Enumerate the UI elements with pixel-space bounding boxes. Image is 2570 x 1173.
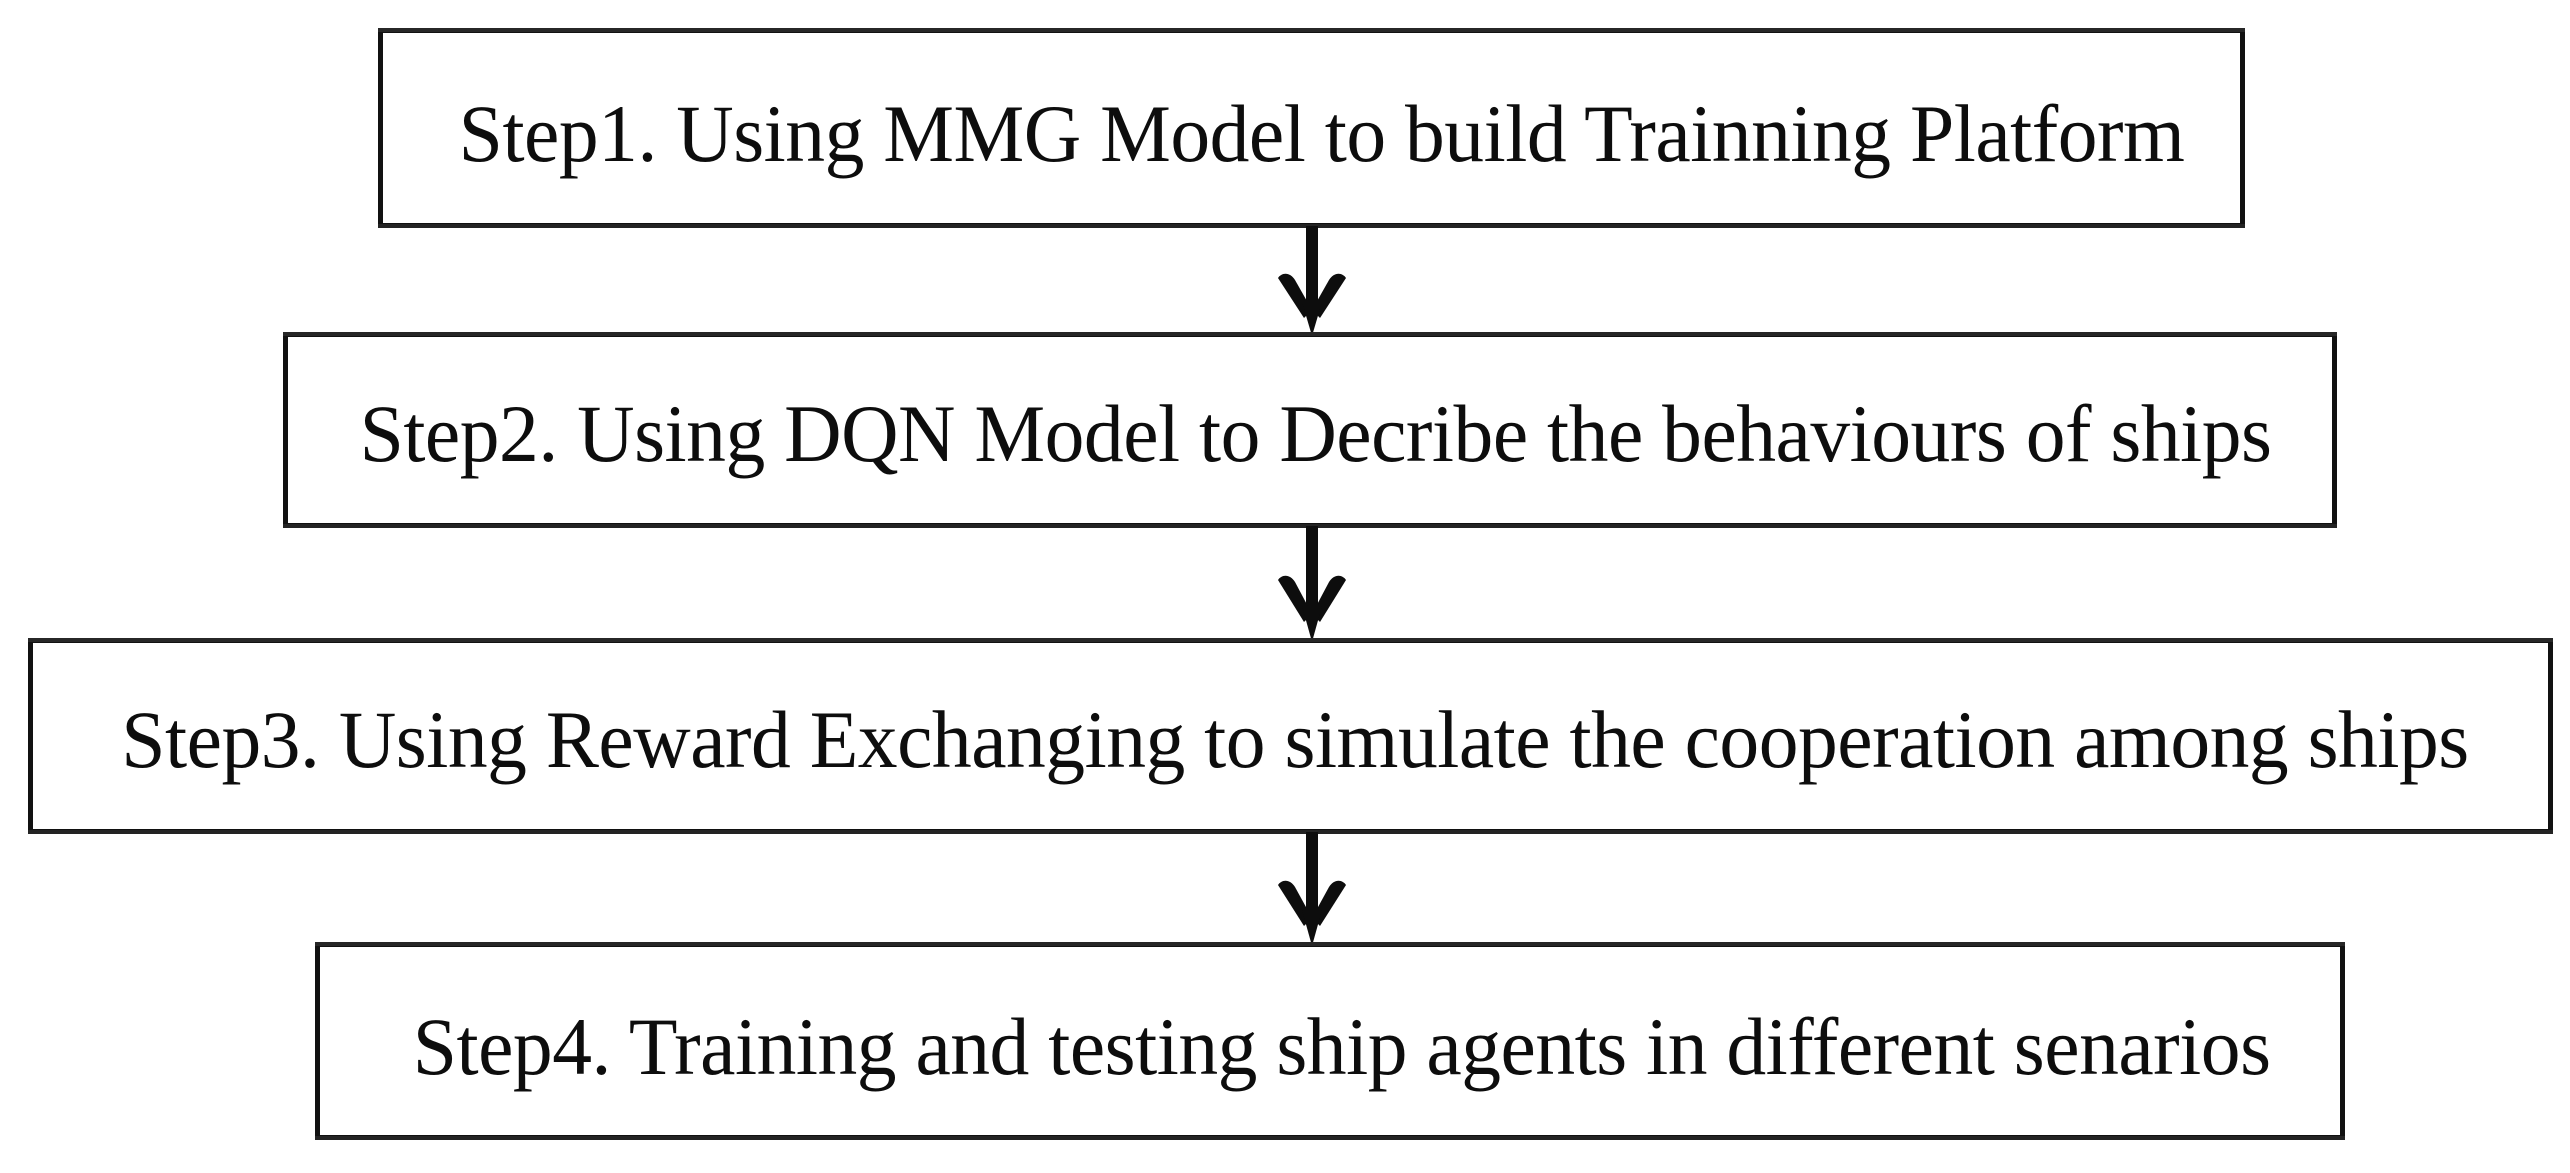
flow-step-label-2: Step2. Using DQN Model to Decribe the be…	[360, 387, 2272, 479]
flow-connector-3	[1252, 832, 1372, 946]
flow-step-box-3[interactable]: Step3. Using Reward Exchanging to simula…	[28, 638, 2553, 834]
flow-step-box-1[interactable]: Step1. Using MMG Model to build Trainnin…	[378, 28, 2245, 228]
flow-step-label-1: Step1. Using MMG Model to build Trainnin…	[458, 87, 2185, 179]
flow-step-box-2[interactable]: Step2. Using DQN Model to Decribe the be…	[283, 332, 2337, 528]
down-arrow-icon	[1278, 832, 1346, 946]
down-arrow-icon	[1278, 526, 1346, 642]
flow-step-box-4[interactable]: Step4. Training and testing ship agents …	[315, 942, 2345, 1140]
flow-step-label-3: Step3. Using Reward Exchanging to simula…	[120, 693, 2469, 785]
down-arrow-icon	[1278, 226, 1346, 336]
flow-connector-2	[1252, 526, 1372, 642]
flow-step-label-4: Step4. Training and testing ship agents …	[413, 1000, 2271, 1092]
flow-connector-1	[1252, 226, 1372, 336]
